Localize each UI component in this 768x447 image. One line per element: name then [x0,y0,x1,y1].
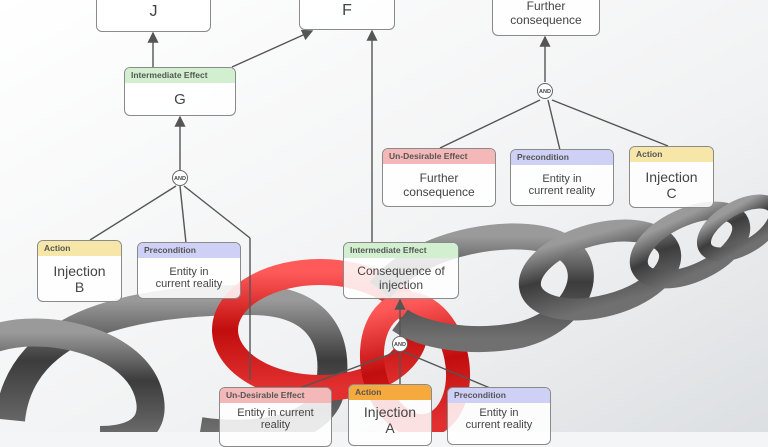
line-prec-to-and2 [547,99,561,151]
line-prec-to-and3 [403,351,491,389]
and-gate-left: AND [172,170,188,186]
node-injection-c-line2: C [666,184,677,201]
node-injection-c-line1: Injection [645,168,698,185]
node-injection-a-header: Action [349,385,431,400]
node-precondition-right[interactable]: Precondition Entity in current reality [510,149,614,206]
chain-link-right1 [518,219,682,321]
node-injection-b-header: Action [38,241,121,256]
and-gate-bottom: AND [392,336,408,352]
line-und-to-and2 [439,99,541,149]
node-undesirable-bottom-line2: reality [260,419,291,431]
node-f-title: F [342,2,352,19]
node-g-title: G [174,90,186,108]
chain-link-left-lower [0,318,165,432]
node-injection-b-line2: B [74,278,85,295]
chain-background [0,0,768,432]
node-precondition-bottom-line2: current reality [465,419,533,431]
node-consequence-line2: injection [378,278,424,292]
line-b-to-and1 [89,185,177,241]
node-injection-c[interactable]: Action Injection C [629,146,714,208]
node-consequence-header: Intermediate Effect [344,243,458,258]
node-further-top-line1: Further [526,0,566,13]
node-undesirable-right-line2: consequence [403,185,475,199]
chain-link-mid [369,223,594,352]
node-injection-a-line2: A [385,420,395,436]
node-consequence-of-injection[interactable]: Intermediate Effect Consequence of injec… [343,242,459,299]
arrow-g-to-f [231,29,314,68]
node-further-consequence-top[interactable]: Further consequence [492,0,600,36]
line-und-to-and3 [299,351,397,389]
node-g-header: Intermediate Effect [125,68,235,83]
and-gate-right: AND [537,83,553,99]
node-precondition-right-header: Precondition [511,150,613,165]
node-undesirable-right[interactable]: Un-Desirable Effect Further consequence [382,148,496,207]
node-precondition-right-line1: Entity in [542,173,582,185]
node-j[interactable]: J [96,0,211,32]
node-injection-a-line1: Injection [363,404,417,420]
node-undesirable-bottom-line1: Entity in current [237,407,314,419]
node-precondition-right-line2: current reality [528,185,596,197]
connectors [89,29,669,389]
node-g[interactable]: Intermediate Effect G [124,67,236,116]
chain-link-right2 [629,201,751,289]
node-precondition-bottom-line1: Entity in [479,407,519,419]
node-undesirable-right-header: Un-Desirable Effect [383,149,495,164]
node-precondition-bottom-header: Precondition [448,388,550,403]
node-precondition-bottom[interactable]: Precondition Entity in current reality [447,387,551,445]
node-further-top-line2: consequence [510,13,582,27]
node-undesirable-bottom-header: Un-Desirable Effect [220,388,331,403]
node-j-title: J [149,3,158,20]
node-precondition-mid-line1: Entity in [169,266,209,278]
node-precondition-mid-header: Precondition [138,243,240,258]
node-injection-b[interactable]: Action Injection B [37,240,122,302]
line-c-to-and2 [551,99,669,147]
node-injection-b-line1: Injection [53,262,106,279]
line-prec-to-and1 [179,185,187,244]
chain-link-right3 [696,194,768,262]
node-precondition-mid[interactable]: Precondition Entity in current reality [137,242,241,299]
node-consequence-line1: Consequence of [357,264,445,278]
node-f[interactable]: F [299,0,395,30]
node-undesirable-bottom[interactable]: Un-Desirable Effect Entity in current re… [219,387,332,447]
node-injection-a[interactable]: Action Injection A [348,384,432,446]
node-precondition-mid-line2: current reality [155,278,223,290]
node-injection-c-header: Action [630,147,713,162]
node-undesirable-right-line1: Further [419,171,459,185]
